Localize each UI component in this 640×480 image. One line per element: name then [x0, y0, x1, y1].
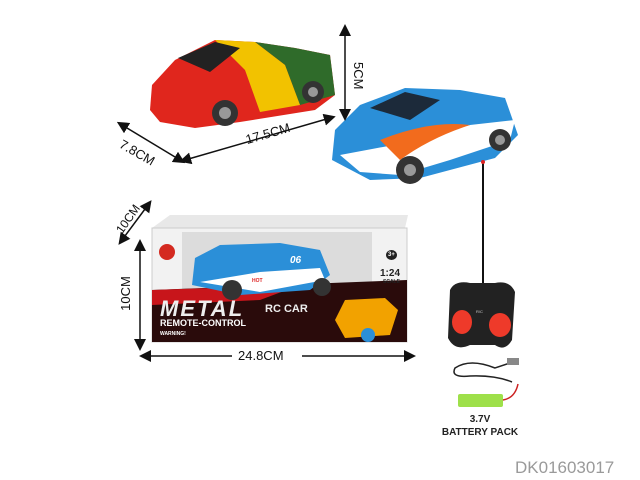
box-depth-arrow — [118, 200, 152, 245]
product-box — [151, 215, 408, 343]
car-height-label: 5CM — [351, 62, 366, 90]
remote-badge: R/C — [476, 309, 483, 314]
product-code: DK01603017 — [515, 458, 615, 477]
remote-controller — [448, 160, 515, 348]
usb-plug — [507, 358, 519, 365]
battery-voltage: 3.7V — [469, 414, 491, 425]
box-subtitle: RC CAR — [265, 303, 308, 315]
box-warning: WARNING! — [160, 331, 186, 337]
length-arrow — [179, 113, 336, 165]
box-height-label: 10CM — [117, 276, 133, 311]
age-badge: 3+ — [386, 250, 397, 260]
box-title: METAL — [160, 296, 245, 321]
box-tagline: REMOTE-CONTROL — [160, 318, 246, 328]
box-length-label: 24.8CM — [238, 348, 284, 363]
box-car-number: 06 — [290, 255, 302, 266]
battery-pack — [458, 394, 503, 407]
red-rc-car — [150, 40, 335, 128]
battery-label: BATTERY PACK — [441, 427, 519, 438]
box-scale: 1:24 — [380, 268, 401, 279]
usb-charging-cable — [453, 362, 513, 383]
box-scale-label: SCALE — [383, 279, 400, 285]
width-arrow — [116, 121, 186, 164]
blue-rc-car — [332, 88, 518, 184]
box-car-badge: HOT — [252, 278, 263, 284]
